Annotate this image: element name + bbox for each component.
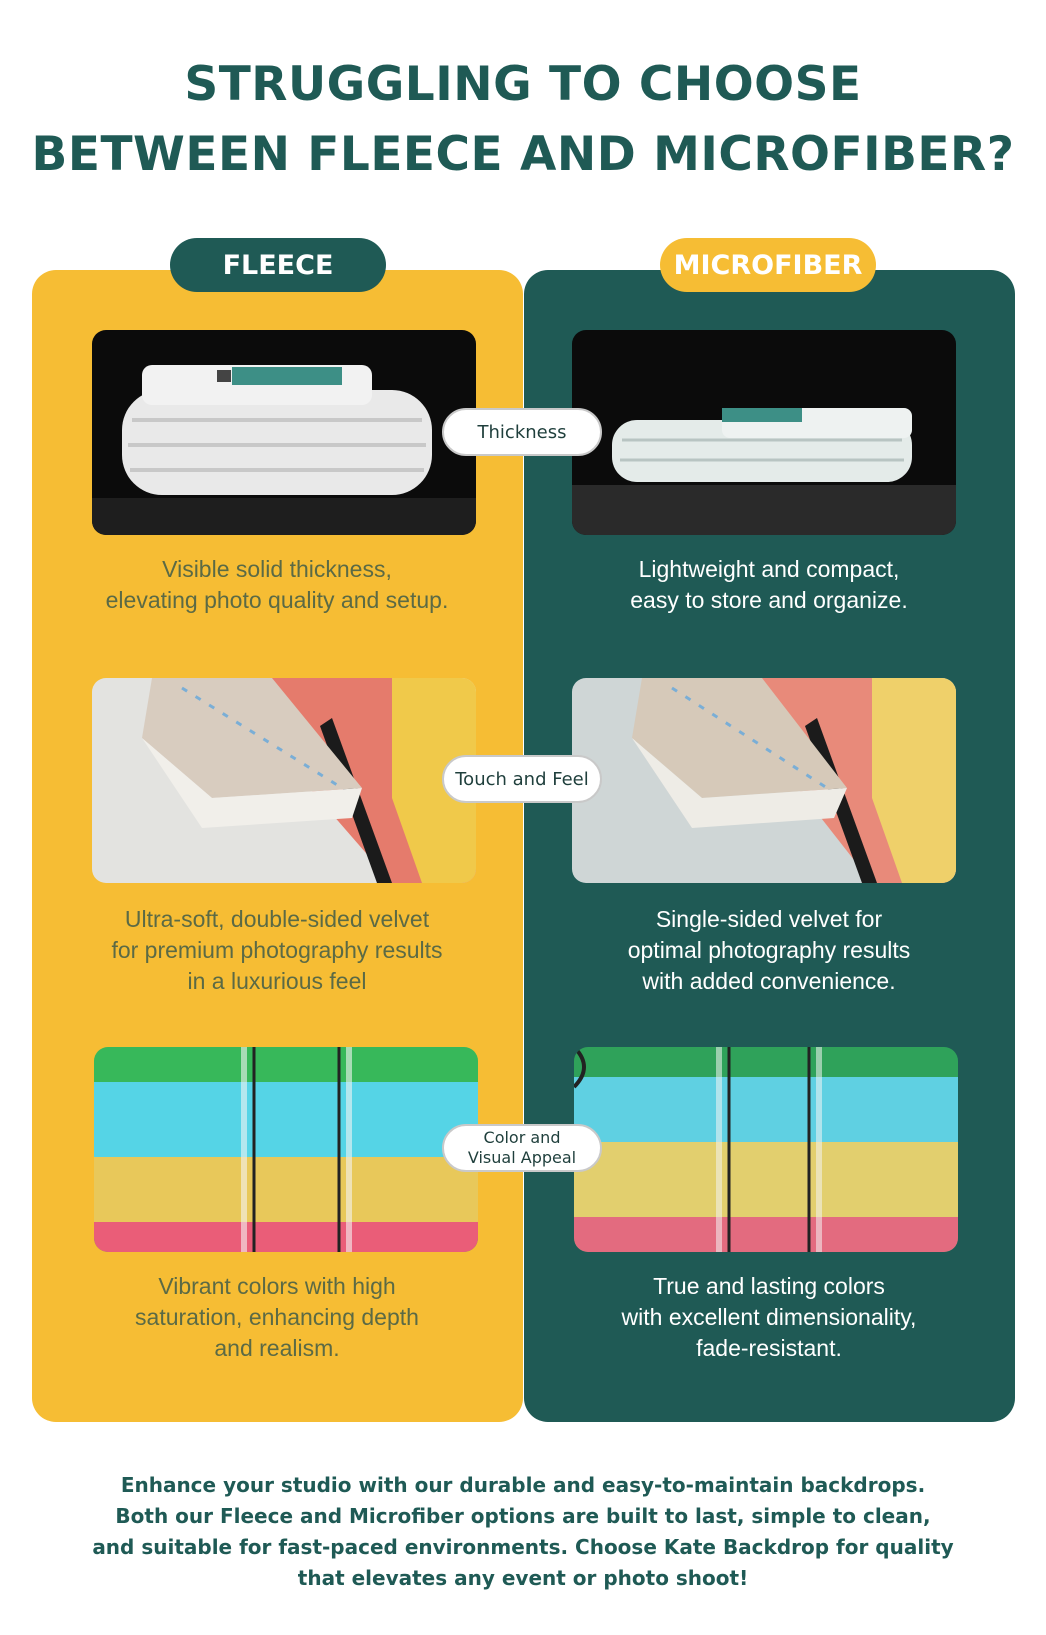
fleece-touch-text: Ultra-soft, double-sided velvet for prem… bbox=[111, 906, 443, 994]
page-title-line1: STRUGGLING TO CHOOSE bbox=[184, 57, 862, 112]
tag-thickness: Thickness bbox=[442, 408, 602, 456]
tag-touch-and-feel: Touch and Feel bbox=[442, 755, 602, 803]
fleece-color-photo bbox=[94, 1047, 478, 1252]
microfiber-label: MICROFIBER bbox=[660, 238, 876, 292]
microfiber-thickness-text: Lightweight and compact, easy to store a… bbox=[630, 556, 908, 613]
page-title-line2: BETWEEN FLEECE AND MICROFIBER? bbox=[31, 127, 1015, 182]
page-title: STRUGGLING TO CHOOSE BETWEEN FLEECE AND … bbox=[0, 50, 1046, 190]
microfiber-color-photo bbox=[574, 1047, 958, 1252]
microfiber-color-text: True and lasting colors with excellent d… bbox=[621, 1273, 917, 1361]
microfiber-touch-photo bbox=[572, 678, 956, 883]
footer-text: Enhance your studio with our durable and… bbox=[92, 1473, 954, 1590]
fleece-label: FLEECE bbox=[170, 238, 386, 292]
microfiber-thickness-photo bbox=[572, 330, 956, 535]
fleece-thickness-photo bbox=[92, 330, 476, 535]
fleece-touch-photo bbox=[92, 678, 476, 883]
fleece-color-text: Vibrant colors with high saturation, enh… bbox=[135, 1273, 419, 1361]
tag-color-visual-appeal: Color and Visual Appeal bbox=[442, 1124, 602, 1172]
microfiber-touch-text: Single-sided velvet for optimal photogra… bbox=[627, 906, 911, 994]
fleece-thickness-text: Visible solid thickness, elevating photo… bbox=[105, 556, 449, 613]
